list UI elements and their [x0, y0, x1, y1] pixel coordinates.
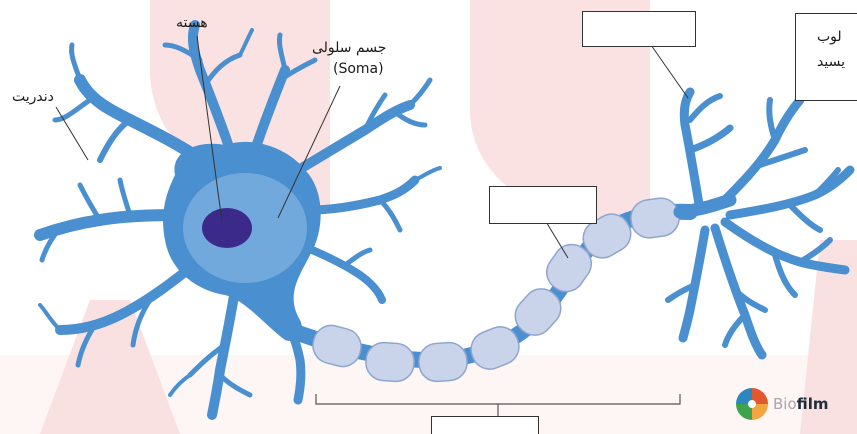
label-nucleus: هسته: [176, 15, 208, 31]
biofilm-logo-icon: [735, 387, 769, 421]
answer-box-right: لوب یسید: [795, 13, 857, 101]
label-dendrite: دندریت: [12, 89, 54, 105]
blank-answer-box-top[interactable]: [582, 11, 696, 47]
biofilm-logo: Biofilm: [735, 387, 829, 421]
biofilm-logo-text: Biofilm: [773, 395, 829, 413]
label-soma: جسم سلولی: [312, 40, 386, 56]
nucleus: [202, 208, 252, 248]
brand-bio: Bio: [773, 395, 797, 413]
right-box-line-1: لوب: [817, 29, 842, 45]
blank-answer-box-myelin[interactable]: [489, 186, 597, 224]
brand-film: film: [797, 395, 829, 413]
blank-answer-box-axon[interactable]: [431, 416, 539, 434]
right-box-line-2: یسید: [817, 54, 845, 70]
myelin-segment: [365, 341, 416, 382]
label-soma-en: (Soma): [333, 61, 384, 77]
leader-line-terminal: [651, 45, 688, 98]
myelin-segment: [418, 341, 469, 382]
